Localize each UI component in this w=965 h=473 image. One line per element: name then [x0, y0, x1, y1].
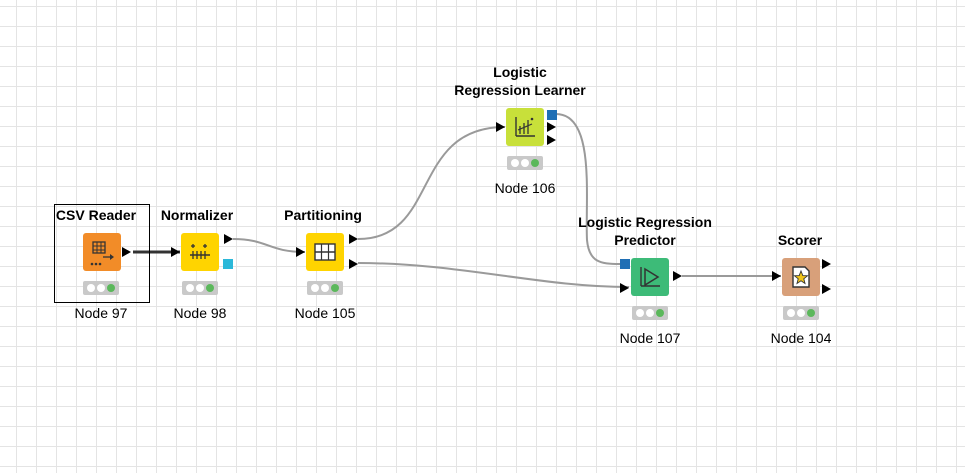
csv-reader-node[interactable]	[83, 233, 121, 271]
node-title[interactable]: Partitioning	[284, 207, 362, 223]
node-status-indicator	[307, 281, 343, 295]
node-title[interactable]: Normalizer	[160, 207, 234, 223]
connection-partitioning-to-predictor[interactable]	[357, 262, 630, 288]
learner-chart-icon	[515, 117, 535, 137]
node-status-indicator	[632, 306, 668, 320]
output-port-predictor[interactable]	[673, 271, 682, 281]
node-title[interactable]: CSV Reader	[55, 207, 137, 223]
partition-icon	[314, 243, 336, 261]
connection-normalizer-to-partitioning[interactable]	[232, 238, 306, 253]
input-port-learner[interactable]	[496, 122, 505, 132]
logistic-regression-predictor-node[interactable]	[631, 258, 669, 296]
output-port-learner-model[interactable]	[547, 110, 557, 120]
input-port-predictor-model[interactable]	[620, 259, 630, 269]
scorer-star-icon	[792, 266, 810, 288]
connection-learner-to-predictor[interactable]	[555, 113, 621, 265]
node-status-indicator	[507, 156, 543, 170]
output-port-partitioning-1[interactable]	[349, 234, 358, 244]
output-port-partitioning-2[interactable]	[349, 259, 358, 269]
selection-frame	[54, 204, 150, 303]
input-port-scorer[interactable]	[772, 271, 781, 281]
normalizer-node[interactable]	[181, 233, 219, 271]
input-port-normalizer[interactable]	[171, 247, 180, 257]
logistic-regression-learner-node[interactable]	[506, 108, 544, 146]
connection-partitioning-to-learner[interactable]	[357, 126, 506, 240]
output-port-csv-reader[interactable]	[122, 247, 131, 257]
node-title[interactable]: Scorer	[777, 232, 823, 248]
scorer-node[interactable]	[782, 258, 820, 296]
node-title[interactable]: Logistic Regression Predictor	[578, 214, 712, 248]
node-status-indicator	[783, 306, 819, 320]
table-read-icon	[90, 241, 114, 266]
output-port-scorer-2[interactable]	[822, 284, 831, 294]
node-title[interactable]: Logistic Regression Learner	[454, 64, 586, 98]
partitioning-node[interactable]	[306, 233, 344, 271]
output-port-normalizer-model[interactable]	[223, 259, 233, 269]
normalize-icon	[190, 244, 210, 259]
node-label[interactable]: Node 106	[494, 180, 556, 196]
node-label[interactable]: Node 104	[770, 330, 832, 346]
predictor-play-icon	[640, 267, 660, 287]
node-label[interactable]: Node 98	[173, 305, 227, 321]
node-label[interactable]: Node 97	[74, 305, 128, 321]
output-port-learner-2[interactable]	[547, 122, 556, 132]
node-label[interactable]: Node 105	[294, 305, 356, 321]
node-status-indicator	[182, 281, 218, 295]
output-port-normalizer-data[interactable]	[224, 234, 233, 244]
input-port-predictor-data[interactable]	[620, 283, 629, 293]
output-port-learner-3[interactable]	[547, 135, 556, 145]
input-port-partitioning[interactable]	[296, 247, 305, 257]
node-label[interactable]: Node 107	[619, 330, 681, 346]
output-port-scorer-1[interactable]	[822, 259, 831, 269]
node-status-indicator	[83, 281, 119, 295]
